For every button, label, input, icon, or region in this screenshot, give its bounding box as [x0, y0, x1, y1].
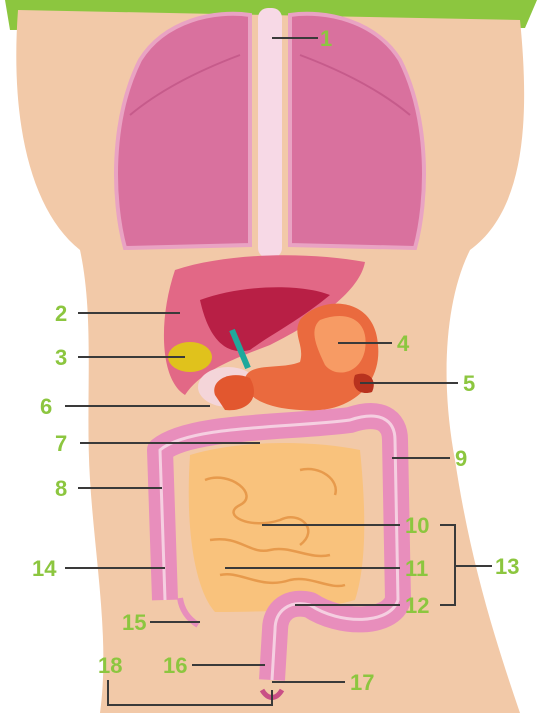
label-17: 17 [350, 670, 374, 695]
label-4: 4 [397, 331, 410, 356]
label-14: 14 [32, 556, 57, 581]
label-1: 1 [320, 26, 332, 51]
label-11: 11 [405, 556, 428, 581]
label-6: 6 [40, 394, 52, 419]
label-9: 9 [455, 446, 467, 471]
label-10: 10 [405, 513, 429, 538]
label-8: 8 [55, 476, 67, 501]
label-16: 16 [163, 653, 187, 678]
label-7: 7 [55, 431, 67, 456]
label-13: 13 [495, 554, 519, 579]
label-12: 12 [405, 593, 429, 618]
label-15: 15 [122, 610, 146, 635]
label-3: 3 [55, 345, 67, 370]
label-18: 18 [98, 653, 122, 678]
label-5: 5 [463, 371, 475, 396]
trachea [258, 8, 282, 258]
label-2: 2 [55, 301, 67, 326]
